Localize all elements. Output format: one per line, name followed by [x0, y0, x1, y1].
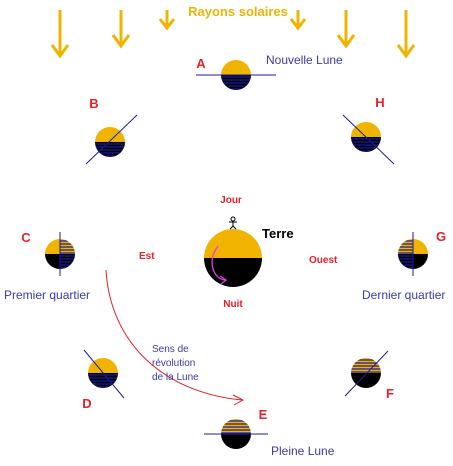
moon-d [83, 349, 125, 399]
earth-rotation-arrowhead [219, 275, 228, 285]
phase-letter-c: C [21, 230, 31, 245]
earth-night-side [204, 258, 262, 287]
revolution-label-line3: de la Lune [152, 372, 199, 383]
moon-h [342, 114, 395, 165]
revolution-label-line1: Sens de [152, 344, 189, 355]
moon-e-dark-half [221, 434, 251, 449]
sun-rays: Rayons solaires [50, 4, 416, 59]
phase-letter-d: D [82, 396, 91, 411]
phase-letter-e: E [259, 407, 268, 422]
sun-ray-arrow [111, 10, 131, 49]
phase-letter-b: B [89, 96, 98, 111]
earth: Jour Nuit Terre Est Ouest [139, 195, 338, 310]
phase-letter-g: G [436, 229, 446, 244]
earth-day-side [204, 229, 262, 258]
observer-figure-icon [229, 216, 237, 230]
west-label: Ouest [309, 255, 338, 266]
earth-day-label: Jour [220, 195, 242, 206]
phase-letter-h: H [375, 95, 384, 110]
sun-ray-arrow [289, 10, 307, 31]
moon-h-lit-half [351, 122, 381, 137]
earth-label: Terre [262, 226, 294, 241]
moon-positions [45, 60, 428, 449]
phase-name-full-moon: Pleine Lune [271, 444, 335, 458]
sun-ray-arrow [158, 10, 176, 31]
moon-a [196, 60, 276, 90]
east-label: Est [139, 251, 155, 262]
phase-name-new-moon: Nouvelle Lune [266, 53, 343, 67]
moon-b-lit-half [95, 127, 125, 142]
moon-f-terminator-line [344, 350, 389, 397]
moon-c [45, 232, 75, 276]
phase-letter-f: F [386, 386, 394, 401]
sun-ray-arrow [336, 10, 356, 49]
moon-b-terminator-line [85, 114, 138, 165]
moon-f [344, 350, 389, 397]
phase-name-first-quarter: Premier quartier [4, 288, 90, 302]
moon-d-terminator-line [83, 349, 125, 399]
earth-night-label: Nuit [223, 299, 243, 310]
earth-rotation-arrow [211, 245, 227, 281]
moon-a-lit-half [221, 60, 251, 75]
phase-name-last-quarter: Dernier quartier [362, 288, 445, 302]
sun-ray-arrow [396, 10, 416, 59]
phase-letter-a: A [196, 56, 206, 71]
moon-f-dark-half [351, 373, 381, 388]
moon-h-terminator-line [342, 114, 395, 165]
moon-g [398, 232, 428, 276]
moon-d-lit-half [88, 358, 118, 373]
sun-ray-arrow [50, 10, 70, 59]
moon-e [204, 419, 268, 449]
revolution-label-line2: révolution [152, 358, 195, 369]
sun-rays-title: Rayons solaires [188, 4, 288, 19]
revolution-arrow [105, 269, 245, 406]
moon-b [85, 114, 138, 165]
